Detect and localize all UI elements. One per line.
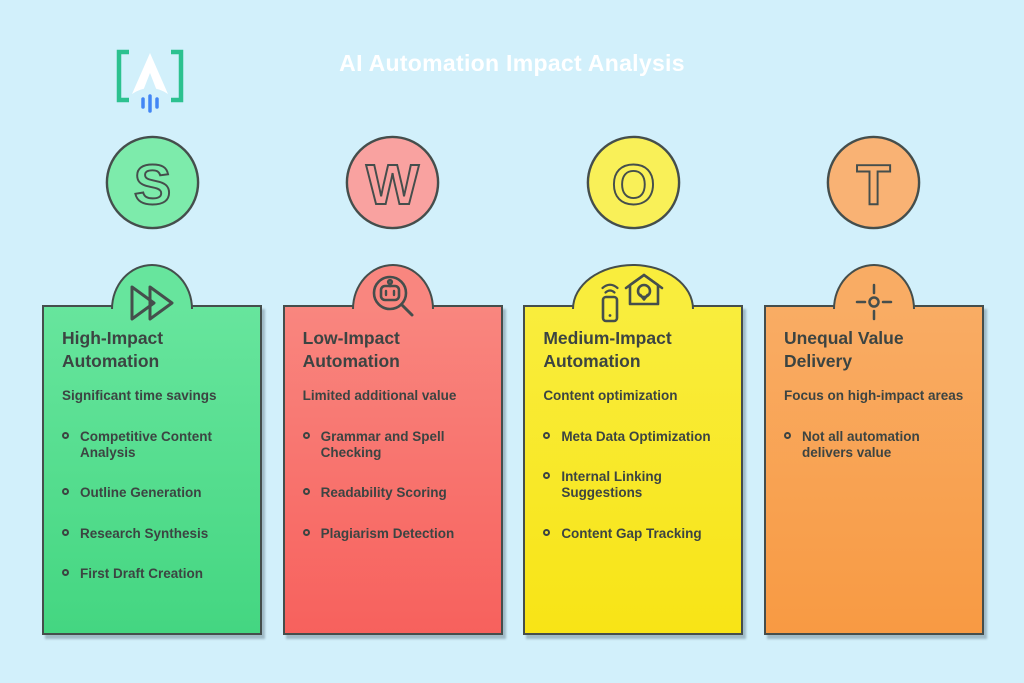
badge-letter: W	[366, 153, 420, 216]
bullet-circle-icon	[62, 528, 69, 536]
bullet-circle-icon	[62, 488, 69, 496]
crosshair-target-icon	[852, 280, 896, 324]
card-item: Not all automation delivers value	[783, 429, 964, 462]
card-item-list: Meta Data Optimization Internal Linking …	[543, 429, 723, 543]
card-item-list: Not all automation delivers value	[783, 429, 964, 462]
letter-badge-w: W	[344, 134, 441, 231]
rocket-brackets-icon	[116, 49, 184, 113]
letter-badge-o: O	[585, 134, 682, 231]
swot-column-weaknesses: W Low-Impact Automation	[282, 134, 503, 635]
badge-letter: T	[857, 153, 891, 216]
bullet-circle-icon	[783, 431, 791, 439]
bullet-circle-icon	[543, 528, 551, 536]
card-item: Readability Scoring	[302, 485, 483, 501]
letter-badge-s: S	[104, 134, 201, 231]
brand-logo	[112, 48, 188, 119]
card-opportunities: Medium-Impact Automation Content optimiz…	[523, 264, 744, 635]
card-item: Competitive Content Analysis	[62, 429, 242, 462]
bullet-circle-icon	[302, 431, 310, 439]
card-subtitle: Limited additional value	[302, 387, 457, 403]
card-strengths: High-Impact Automation Significant time …	[42, 264, 262, 635]
card-subtitle: Content optimization	[543, 387, 678, 403]
card-item: Meta Data Optimization	[543, 429, 723, 445]
card-item-list: Competitive Content Analysis Outline Gen…	[62, 429, 242, 583]
bullet-circle-icon	[543, 471, 551, 479]
card-title: Unequal Value Delivery	[783, 328, 904, 371]
letter-badge-t: T	[825, 134, 922, 231]
swot-columns: S High-Impact Automation Significant tim…	[42, 134, 984, 635]
robot-search-icon	[370, 272, 416, 326]
card-title: Low-Impact Automation	[302, 328, 400, 371]
card-item: Content Gap Tracking	[543, 526, 723, 542]
badge-letter: S	[133, 153, 171, 216]
card-item: Plagiarism Detection	[302, 526, 483, 542]
swot-column-opportunities: O Medium-Impact	[523, 134, 744, 635]
card-title: Medium-Impact Automation	[543, 328, 672, 371]
bullet-circle-icon	[62, 431, 69, 439]
card-item: Research Synthesis	[62, 526, 242, 542]
bullet-circle-icon	[543, 431, 551, 439]
card-item: Outline Generation	[62, 485, 242, 501]
fast-forward-icon	[126, 277, 178, 329]
bullet-circle-icon	[302, 488, 310, 496]
card-item: First Draft Creation	[62, 566, 242, 582]
card-weaknesses: Low-Impact Automation Limited additional…	[282, 264, 503, 635]
swot-column-strengths: S High-Impact Automation Significant tim…	[42, 134, 262, 635]
card-subtitle: Focus on high-impact areas	[783, 387, 964, 403]
card-threats: Unequal Value Delivery Focus on high-imp…	[763, 264, 984, 635]
card-item: Grammar and Spell Checking	[302, 429, 483, 462]
smart-home-icon	[597, 270, 669, 330]
card-item-list: Grammar and Spell Checking Readability S…	[302, 429, 483, 543]
bullet-circle-icon	[302, 528, 310, 536]
badge-letter: O	[611, 153, 655, 216]
bullet-circle-icon	[62, 569, 69, 577]
card-item: Internal Linking Suggestions	[543, 469, 723, 502]
card-title: High-Impact Automation	[62, 328, 164, 371]
swot-column-threats: T Unequal Value Delivery Focus on high-i…	[763, 134, 984, 635]
card-subtitle: Significant time savings	[62, 387, 217, 403]
page-title: AI Automation Impact Analysis	[339, 50, 685, 76]
